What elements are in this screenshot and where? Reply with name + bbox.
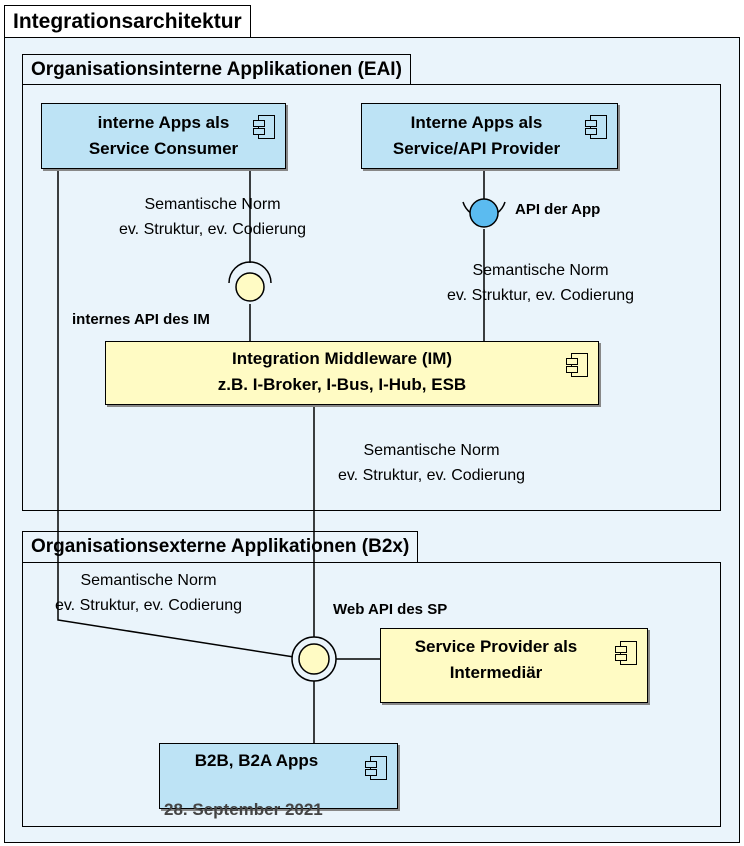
- component-b2b-line1: B2B, B2A Apps: [194, 751, 319, 770]
- component-consumer-line1: interne Apps als: [97, 113, 230, 132]
- component-provider-line2: Service/API Provider: [392, 139, 561, 158]
- component-consumer-line2: Service Consumer: [88, 139, 239, 158]
- socket-arc-im-api: [228, 261, 272, 284]
- line-consumer-to-web-api: [57, 170, 295, 658]
- component-consumer[interactable]: interne Apps als Service Consumer: [41, 103, 286, 169]
- label-app-api: API der App: [515, 201, 601, 218]
- note-consumer-im: Semantische Norm ev. Struktur, ev. Codie…: [85, 192, 340, 242]
- note-line: ev. Struktur, ev. Codierung: [337, 467, 526, 484]
- component-icon: [615, 641, 637, 665]
- app-api-interface-icon: [469, 198, 499, 228]
- note-im-web: Semantische Norm ev. Struktur, ev. Codie…: [304, 438, 559, 488]
- note-line: Semantische Norm: [144, 196, 281, 213]
- component-intermediary[interactable]: Service Provider als Intermediär: [380, 628, 648, 703]
- component-provider-line1: Interne Apps als: [410, 113, 543, 132]
- component-b2b[interactable]: B2B, B2A Apps: [159, 743, 398, 809]
- note-line: ev. Struktur, ev. Codierung: [54, 597, 243, 614]
- label-im-api: internes API des IM: [72, 311, 210, 328]
- note-provider-im: Semantische Norm ev. Struktur, ev. Codie…: [413, 258, 668, 308]
- note-line: Semantische Norm: [363, 442, 500, 459]
- component-icon: [253, 115, 275, 139]
- note-line: Semantische Norm: [472, 262, 609, 279]
- component-middleware-line2: z.B. I-Broker, I-Bus, I-Hub, ESB: [217, 375, 467, 394]
- component-provider[interactable]: Interne Apps als Service/API Provider: [361, 103, 618, 169]
- date-label: 28. September 2021: [164, 800, 323, 819]
- note-line: ev. Struktur, ev. Codierung: [446, 287, 635, 304]
- web-api-interface-icon: [298, 643, 330, 675]
- label-web-api: Web API des SP: [333, 601, 448, 618]
- component-intermediary-line1: Service Provider als: [414, 637, 578, 656]
- component-middleware[interactable]: Integration Middleware (IM) z.B. I-Broke…: [105, 341, 599, 405]
- note-line: Semantische Norm: [80, 572, 217, 589]
- package-eai-title: Organisationsinterne Applikationen (EAI): [31, 59, 402, 80]
- diagram-title: Integrationsarchitektur: [13, 10, 242, 33]
- component-icon: [585, 115, 607, 139]
- im-api-interface-icon: [235, 272, 265, 302]
- component-icon: [365, 756, 387, 780]
- note-line: ev. Struktur, ev. Codierung: [118, 221, 307, 238]
- note-consumer-web: Semantische Norm ev. Struktur, ev. Codie…: [21, 568, 276, 618]
- component-icon: [566, 353, 588, 377]
- package-eai-tab: Organisationsinterne Applikationen (EAI): [22, 54, 411, 85]
- component-intermediary-line2: Intermediär: [449, 663, 543, 682]
- component-middleware-line1: Integration Middleware (IM): [231, 349, 453, 368]
- diagram-title-tab: Integrationsarchitektur: [4, 5, 251, 38]
